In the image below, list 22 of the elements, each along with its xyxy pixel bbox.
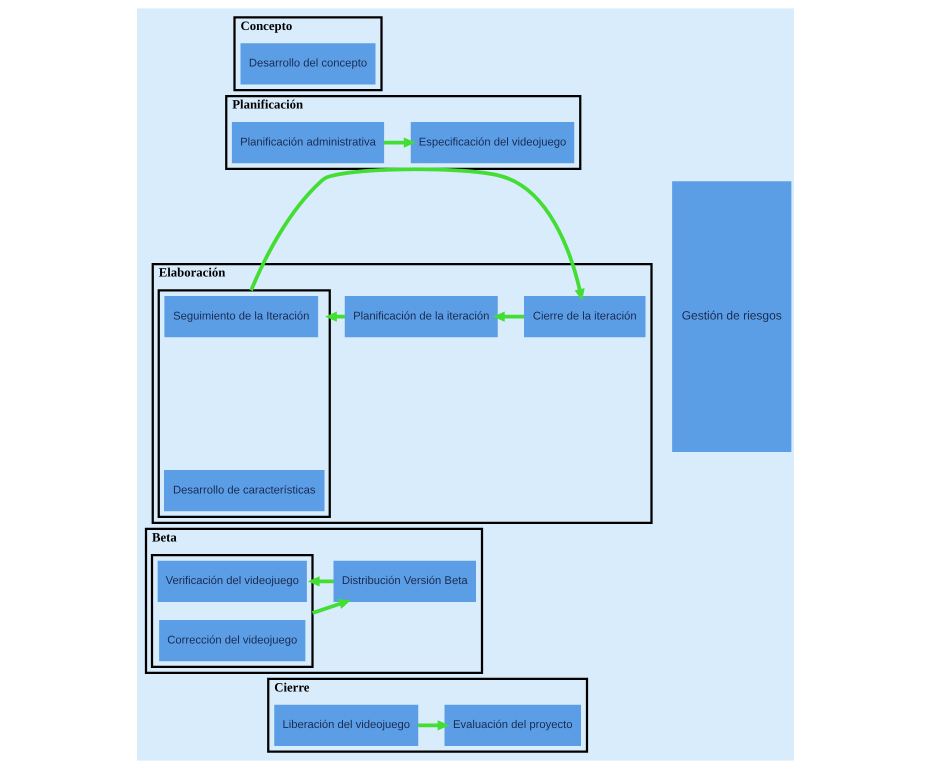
node-box: Desarrollo de características — [164, 470, 324, 512]
node-box: Gestión de riesgos — [672, 181, 792, 452]
node-box: Especificación del videojuego — [410, 122, 574, 164]
node-box: Evaluación del proyecto — [444, 704, 581, 746]
arrow — [249, 167, 585, 301]
cluster — [158, 289, 331, 518]
node-box: Corrección del videojuego — [159, 620, 306, 662]
node-box: Planificación de la iteración — [344, 296, 498, 338]
node-box: Cierre de la iteración — [524, 296, 646, 338]
node-box: Planificación administrativa — [232, 122, 384, 164]
arrow — [384, 137, 416, 148]
cluster — [150, 554, 314, 668]
arrow — [418, 720, 450, 731]
arrow — [312, 599, 351, 615]
node-box: Verificación del videojuego — [158, 560, 307, 602]
node-box: Liberación del videojuego — [274, 704, 418, 746]
arrow — [325, 311, 345, 322]
node-box: Seguimiento de la Iteración — [164, 296, 318, 338]
node-box: Distribución Versión Beta — [334, 560, 476, 602]
arrow — [492, 311, 524, 322]
arrow — [308, 576, 334, 587]
node-box: Desarrollo del concepto — [240, 43, 376, 84]
